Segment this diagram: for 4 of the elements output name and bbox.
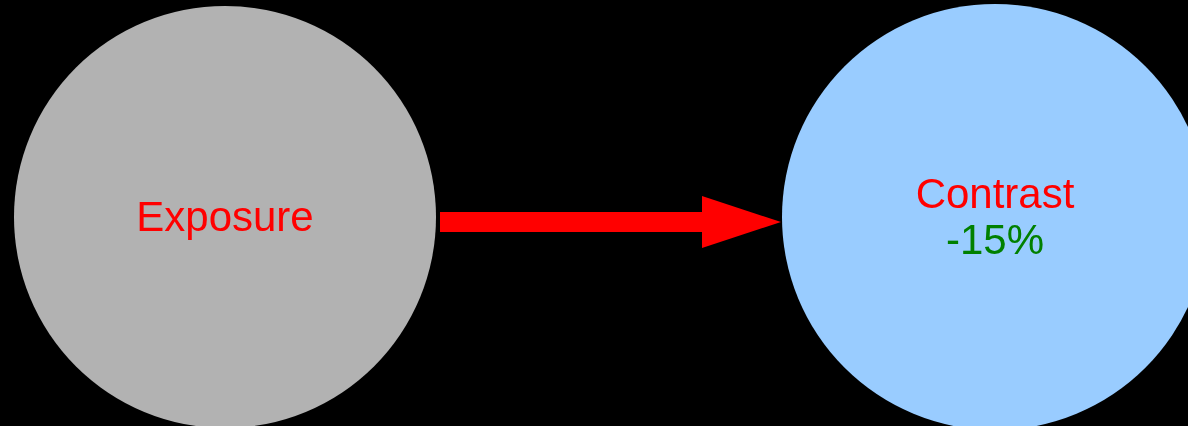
arrow [440, 196, 781, 248]
value-label: -15% [945, 217, 1045, 264]
node-label: Contrast [915, 170, 1075, 217]
node-label: Exposure [136, 193, 314, 241]
